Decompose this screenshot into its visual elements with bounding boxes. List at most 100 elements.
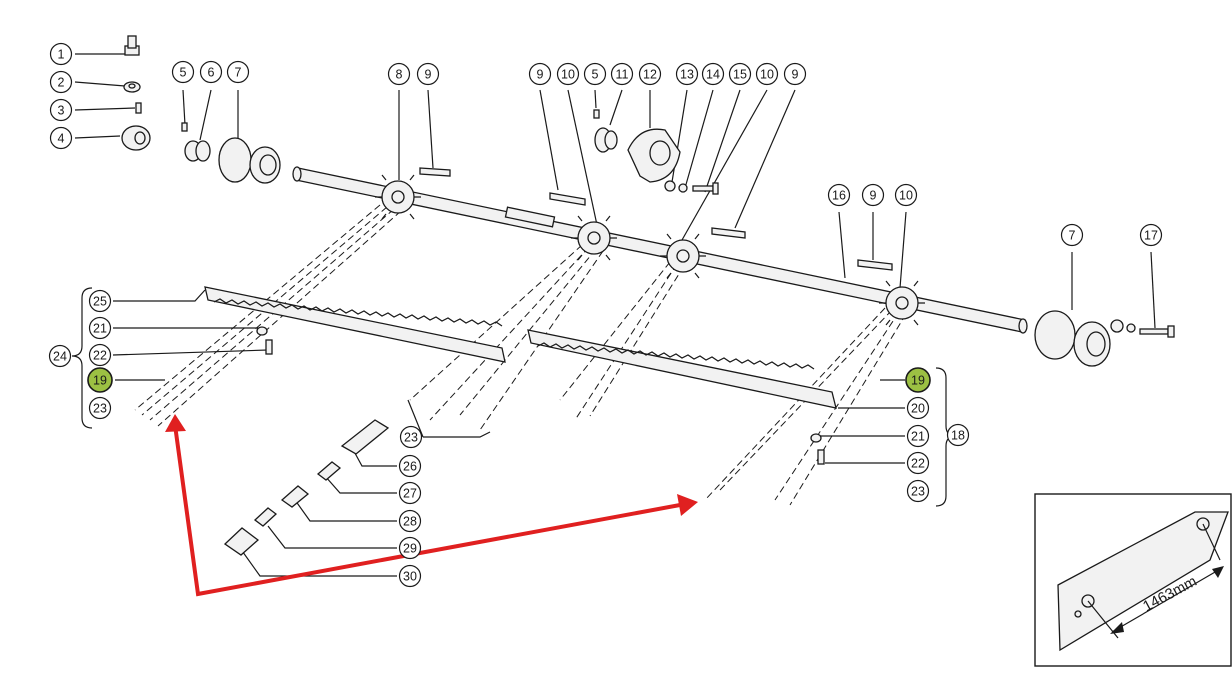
sprocket-10a (571, 215, 617, 261)
callout-10: 10 (755, 62, 779, 86)
clip-part-29 (253, 507, 278, 527)
callout-5: 5 (171, 60, 195, 84)
inset-panel: 1463mm (1034, 493, 1232, 667)
clip-part-26 (340, 419, 390, 455)
bolt-part-17 (1139, 325, 1175, 338)
callout-label: 14 (706, 68, 720, 82)
callout-label: 10 (899, 189, 913, 203)
callout-label: 20 (911, 402, 925, 416)
callout-label: 8 (396, 68, 403, 82)
callout-2: 2 (49, 70, 73, 94)
callout-12: 12 (638, 62, 662, 86)
callout-label: 3 (58, 104, 65, 118)
callout-label: 22 (93, 349, 107, 363)
callout-label: 21 (911, 430, 925, 444)
callout-label: 4 (58, 132, 65, 146)
clip-part-28 (280, 485, 310, 508)
callout-13: 13 (675, 62, 699, 86)
callout-27: 27 (398, 481, 422, 505)
clip-part-30 (223, 527, 260, 556)
callout-15: 15 (728, 62, 752, 86)
callout-label: 19 (93, 374, 107, 388)
callout-28: 28 (398, 509, 422, 533)
callout-label: 7 (235, 66, 242, 80)
callout-label: 9 (537, 68, 544, 82)
callout-29: 29 (398, 536, 422, 560)
callout-label: 16 (832, 189, 846, 203)
flange-part-7-left (218, 137, 281, 184)
pin-part-3 (135, 102, 142, 114)
callout-16: 16 (827, 183, 851, 207)
callout-label: 26 (403, 460, 417, 474)
callout-label: 23 (404, 431, 418, 445)
callout-label: 1 (58, 48, 65, 62)
callout-26: 26 (398, 454, 422, 478)
callout-label: 5 (592, 68, 599, 82)
callout-label: 5 (180, 66, 187, 80)
callout-label: 23 (911, 485, 925, 499)
callout-label: 27 (403, 487, 417, 501)
callout-group: 1 2 3 4 5 6 7 8 9 9 10 5 11 12 13 14 15 … (48, 42, 1163, 588)
nut-part-2 (123, 81, 141, 93)
knife-bar-right (527, 329, 837, 409)
callout-10: 10 (556, 62, 580, 86)
nut-washer-right (1110, 319, 1136, 333)
callout-label: 10 (760, 68, 774, 82)
callout-label: 13 (680, 68, 694, 82)
callout-1: 1 (49, 42, 73, 66)
brace-left (71, 287, 93, 429)
nut-part-13 (664, 180, 676, 192)
washer-part-14 (678, 183, 688, 193)
callout-label: 17 (1144, 229, 1158, 243)
clip-part-27 (316, 461, 342, 481)
callout-25: 25 (88, 289, 112, 313)
callout-3: 3 (49, 98, 73, 122)
setscrew-part-5b (593, 109, 600, 119)
callout-label: 2 (58, 76, 65, 90)
locknut-part-4 (121, 125, 151, 151)
keys (419, 167, 893, 271)
bearing-part-6 (184, 140, 211, 162)
callout-8: 8 (387, 62, 411, 86)
dashed-guides (134, 204, 907, 506)
callout-label: 18 (951, 429, 965, 443)
callout-19-highlighted: 19 (905, 367, 931, 393)
callout-label: 28 (403, 515, 417, 529)
callout-24: 24 (48, 344, 72, 368)
callout-label: 9 (425, 68, 432, 82)
callout-label: 29 (403, 542, 417, 556)
leader-lines (74, 53, 1156, 577)
main-shaft (292, 166, 1028, 334)
callout-9: 9 (861, 183, 885, 207)
callout-label: 15 (733, 68, 747, 82)
callout-label: 25 (93, 295, 107, 309)
sprocket-8 (375, 174, 421, 220)
callout-18: 18 (946, 423, 970, 447)
callout-17: 17 (1139, 223, 1163, 247)
callout-4: 4 (49, 126, 73, 150)
sprocket-10b (660, 233, 706, 279)
bolt-part-1 (124, 35, 140, 56)
callout-9: 9 (416, 62, 440, 86)
callout-label: 11 (616, 68, 629, 82)
callout-label: 22 (911, 457, 925, 471)
callout-23: 23 (399, 425, 423, 449)
callout-label: 7 (1069, 229, 1076, 243)
callout-label: 23 (93, 402, 107, 416)
flange-part-7-right (1034, 310, 1111, 367)
callout-label: 21 (93, 322, 107, 336)
callout-5: 5 (583, 62, 607, 86)
setscrew-part-5 (181, 122, 188, 132)
callout-11: 11 (610, 62, 634, 86)
callout-label: 6 (208, 66, 215, 80)
callout-label: 10 (561, 68, 575, 82)
housing-part-12 (627, 128, 681, 183)
bolt-part-15 (692, 182, 719, 195)
callout-9: 9 (528, 62, 552, 86)
callout-6: 6 (199, 60, 223, 84)
callout-label: 30 (403, 570, 417, 584)
nut-bolt-21-22-left (256, 326, 273, 355)
knife-bar-left (204, 286, 506, 363)
callout-22: 22 (906, 451, 930, 475)
